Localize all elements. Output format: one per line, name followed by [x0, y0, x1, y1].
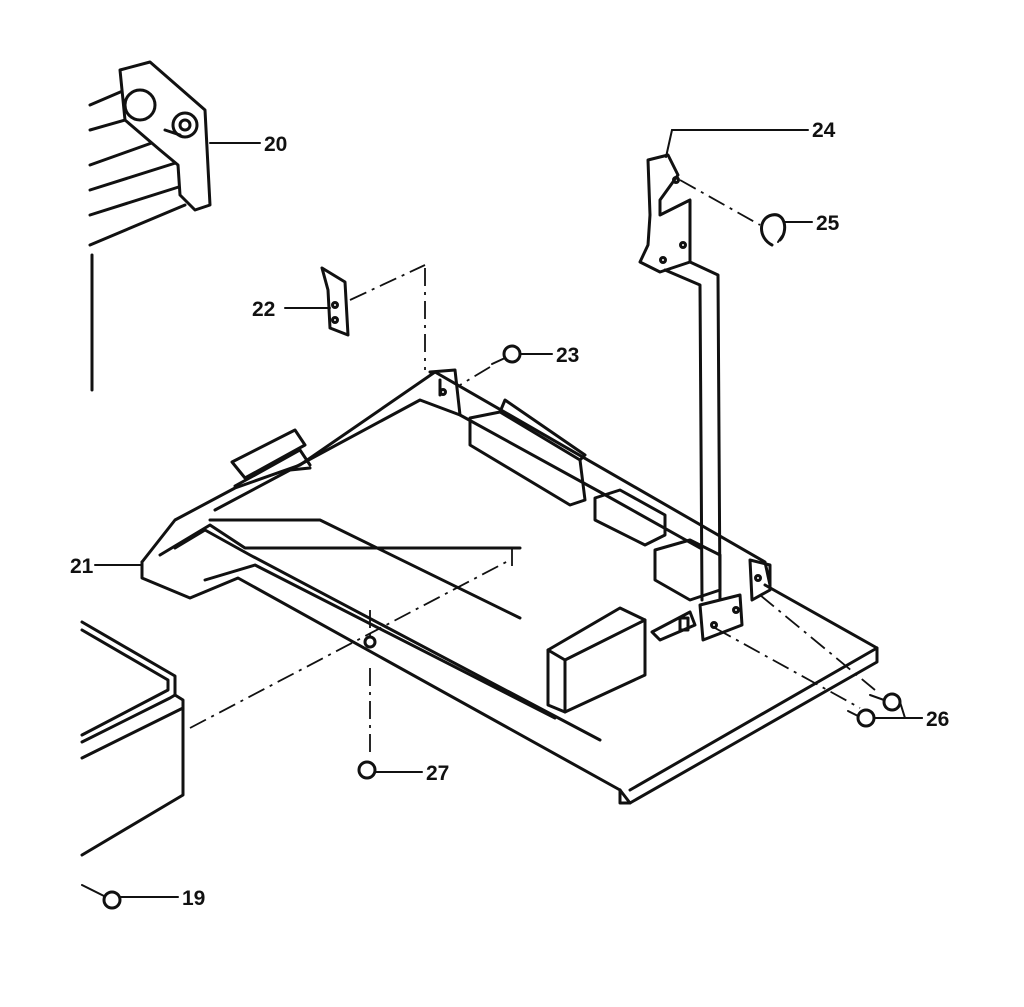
part-25-retaining-ring: [760, 213, 787, 247]
part-24-bracket: [638, 153, 761, 602]
part-21-main-tray: [140, 368, 879, 805]
part-23-screw: [459, 344, 522, 386]
callout-20: 20: [264, 133, 287, 156]
part-26-nuts: [847, 692, 902, 728]
callout-24: 24: [812, 119, 836, 142]
callout-27: 27: [426, 762, 449, 785]
assembly-centerlines: [189, 548, 876, 755]
part-20-bracket-assembly: [88, 60, 212, 392]
leader-lines: [94, 129, 923, 898]
callout-26: 26: [926, 708, 949, 731]
callout-labels: 20 21 22 23 24 25 26 27 19: [70, 119, 949, 910]
callout-19: 19: [182, 887, 205, 910]
part-22-plate: [320, 264, 426, 370]
callout-21: 21: [70, 555, 94, 578]
callout-25: 25: [816, 212, 840, 235]
callout-23: 23: [556, 344, 579, 367]
part-27-nut: [357, 760, 377, 780]
part-19-screw: [81, 884, 122, 910]
part-cover-panel: [80, 620, 185, 857]
callout-22: 22: [252, 298, 275, 321]
